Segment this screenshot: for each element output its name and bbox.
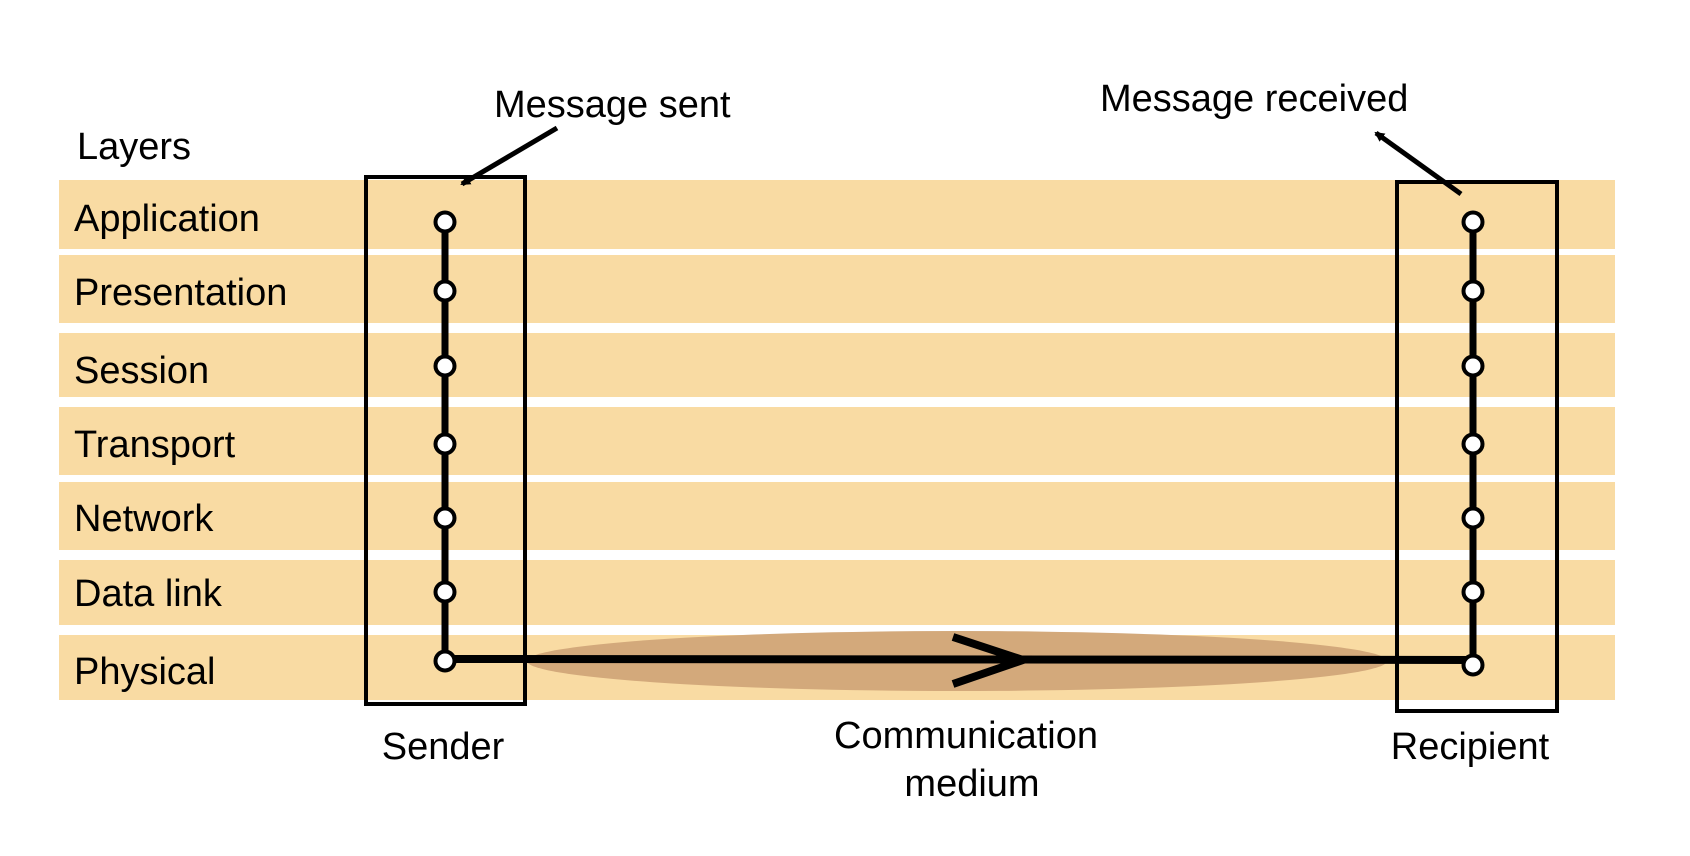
layer-band-application (59, 180, 1615, 249)
layer-label-presentation: Presentation (74, 272, 287, 314)
layer-band-network (59, 482, 1615, 550)
recipient-node-physical (1461, 653, 1485, 677)
layer-label-session: Session (74, 350, 209, 392)
sender-node-data-link (433, 580, 457, 604)
transmission-arrow-icon (951, 633, 1036, 688)
layer-bands (59, 180, 1615, 700)
layer-label-physical: Physical (74, 651, 216, 693)
recipient-node-network (1461, 506, 1485, 530)
recipient-node-session (1461, 354, 1485, 378)
layer-band-presentation (59, 255, 1615, 323)
recipient-node-data-link (1461, 580, 1485, 604)
sender-node-transport (433, 432, 457, 456)
message-sent-arrow (460, 125, 559, 187)
communication-medium-label-line1: Communication (834, 715, 1098, 757)
sender-node-application (433, 210, 457, 234)
layer-band-data-link (59, 560, 1615, 625)
sender-box (364, 175, 527, 706)
recipient-label: Recipient (1391, 726, 1550, 768)
sender-node-physical (433, 649, 457, 673)
layer-band-transport (59, 407, 1615, 475)
sender-node-presentation (433, 279, 457, 303)
sender-node-network (433, 506, 457, 530)
layer-label-network: Network (74, 498, 214, 540)
layer-labels: ApplicationPresentationSessionTransportN… (74, 198, 287, 693)
recipient-node-application (1461, 210, 1485, 234)
recipient-nodes (1461, 210, 1485, 677)
recipient-node-transport (1461, 432, 1485, 456)
message-received-label: Message received (1100, 78, 1408, 120)
sender-label: Sender (382, 726, 505, 768)
message-received-arrow (1374, 130, 1463, 197)
communication-medium-label-line2: medium (904, 763, 1039, 805)
layer-label-application: Application (74, 198, 260, 240)
layer-band-session (59, 333, 1615, 397)
sender-nodes (433, 210, 457, 673)
transmission-line (444, 655, 1474, 664)
recipient-node-presentation (1461, 279, 1485, 303)
layers-heading: Layers (77, 126, 191, 168)
layer-label-transport: Transport (74, 424, 236, 466)
recipient-box (1395, 180, 1559, 713)
sender-node-session (433, 354, 457, 378)
layer-label-data-link: Data link (74, 573, 223, 615)
message-sent-label: Message sent (494, 84, 731, 126)
